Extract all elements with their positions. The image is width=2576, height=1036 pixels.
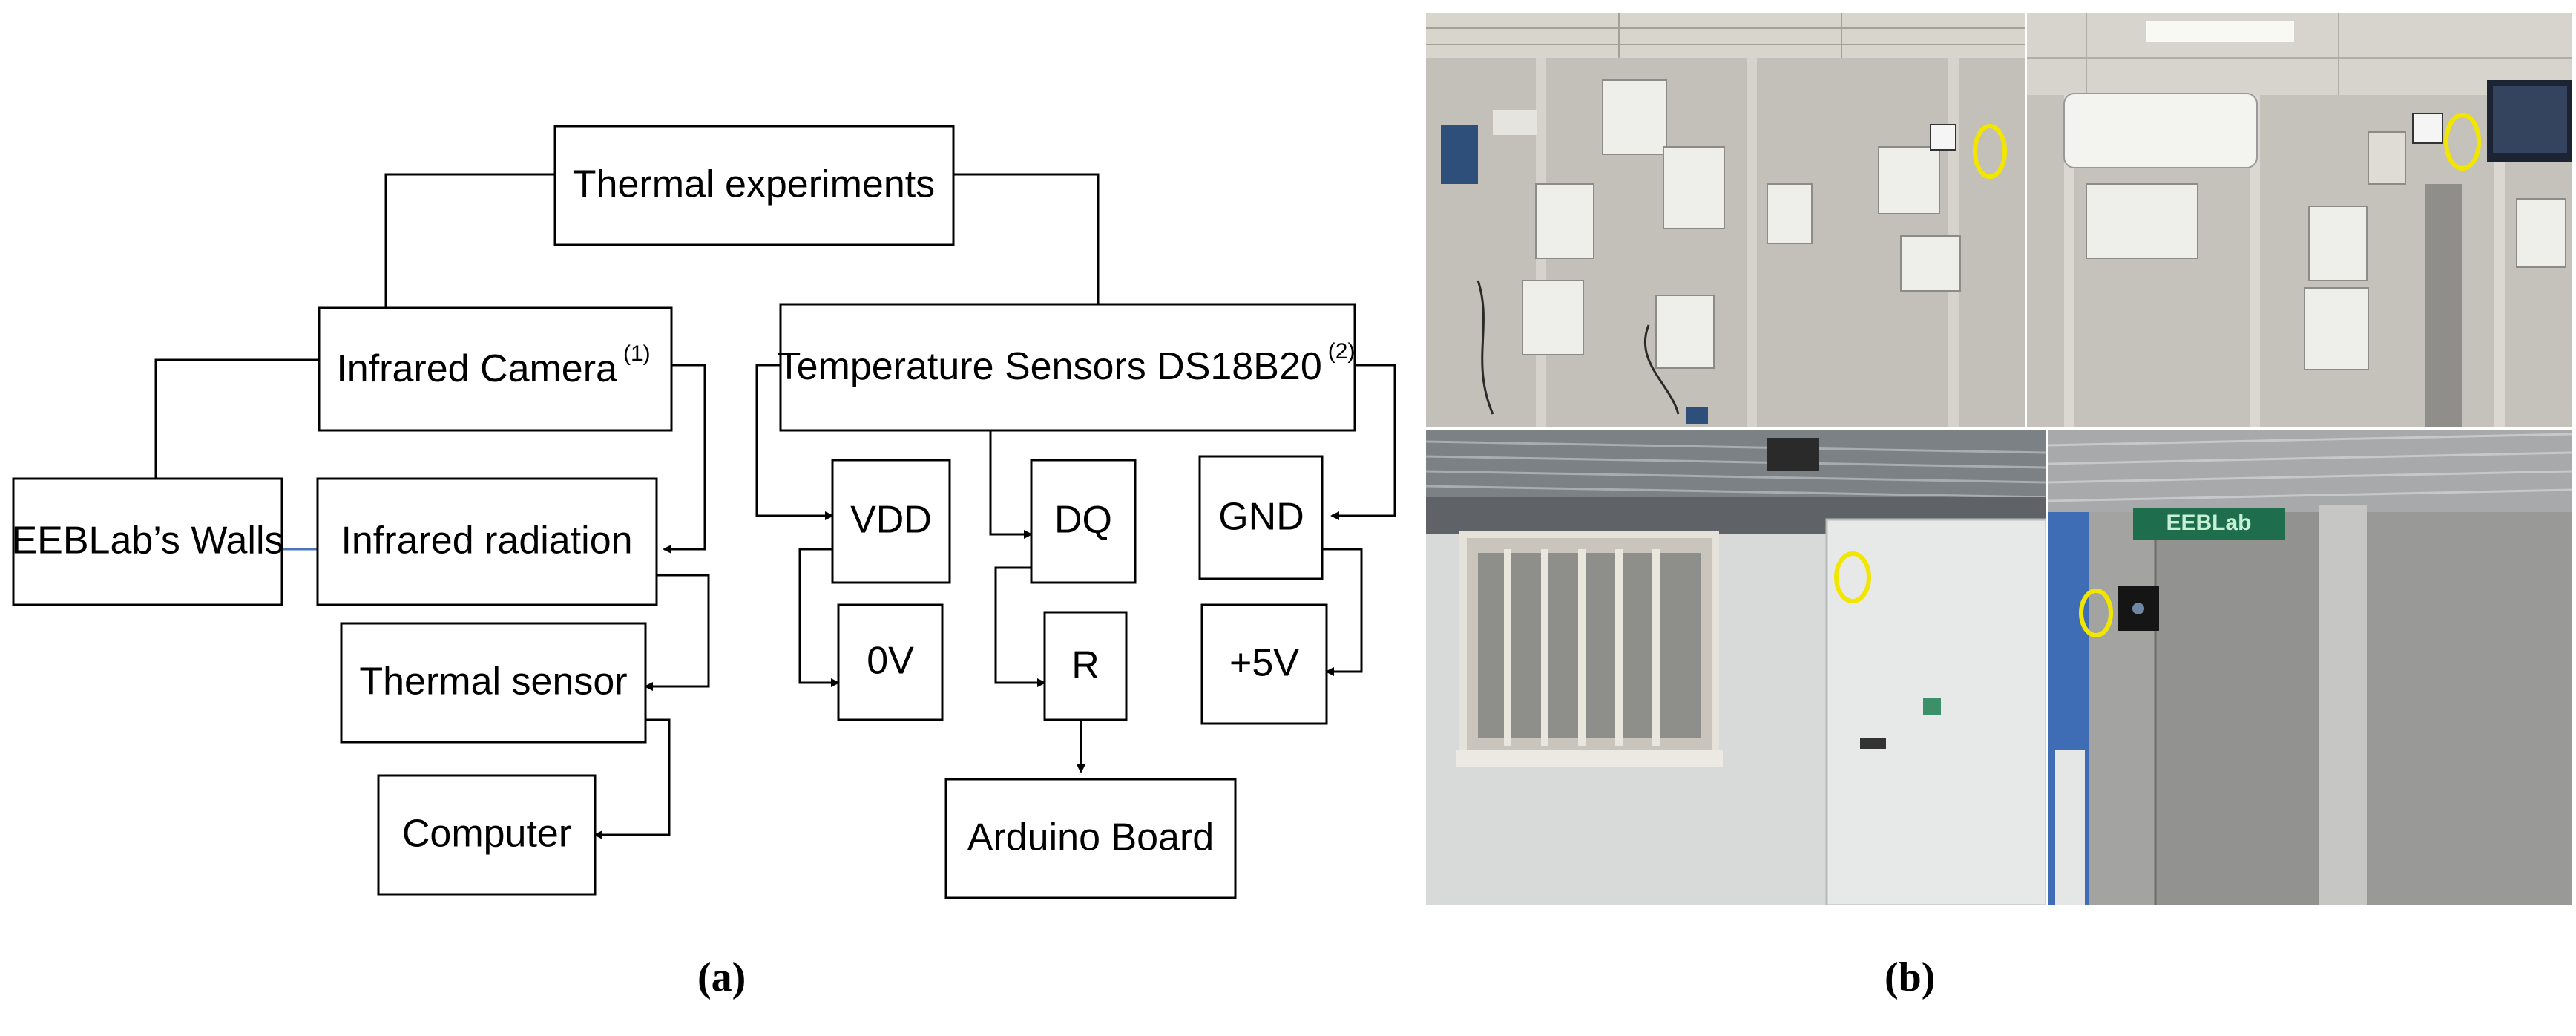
sensor-marker-3 [1834, 551, 1871, 603]
box-arduino-board [944, 778, 1237, 899]
label-0v: 0V [867, 640, 914, 683]
arrow-gnd-5v [1322, 548, 1363, 676]
connector-root-camera [384, 173, 555, 308]
arrow-dq-r [994, 566, 1046, 687]
connector-camera-walls [154, 358, 319, 479]
caption-a: (a) [697, 954, 746, 1000]
box-computer [377, 774, 597, 896]
box-eeblab-walls [12, 477, 283, 606]
eeblab-sign: EEBLab [2166, 511, 2251, 535]
arrow-sensors-gnd [1330, 364, 1396, 520]
box-thermal-sensor [340, 622, 647, 744]
label-infrared-camera: Infrared Camera(1) [336, 341, 650, 390]
label-temperature-sensors: Temperature Sensors DS18B20(2) [778, 339, 1356, 388]
label-infrared-radiation: Infrared radiation [341, 519, 632, 563]
sensor-marker-4 [2079, 589, 2113, 637]
caption-b: (b) [1885, 954, 1936, 1000]
arrow-camera-radiation [663, 364, 706, 554]
arrow-sensors-dq [989, 430, 1033, 539]
label-r: R [1071, 644, 1100, 687]
arrow-sensors-vdd [755, 364, 834, 520]
label-gnd: GND [1218, 496, 1304, 539]
photo-exterior-right: EEBLab [2048, 430, 2572, 905]
box-0v [837, 603, 944, 721]
box-temperature-sensors [779, 303, 1356, 432]
box-gnd [1198, 455, 1324, 580]
box-infrared-camera [318, 306, 673, 432]
label-thermal-experiments: Thermal experiments [573, 163, 935, 206]
label-thermal-sensor: Thermal sensor [359, 660, 627, 704]
box-thermal-experiments [553, 125, 955, 246]
label-plus5v: +5V [1229, 642, 1299, 685]
label-vdd: VDD [850, 499, 932, 542]
photo-exterior-left [1426, 430, 2046, 905]
arrow-sensor-computer [594, 718, 671, 839]
thermal-experiments-diagram: Thermal experiments Infrared Camera(1) T… [11, 125, 1396, 899]
box-vdd [831, 459, 951, 584]
box-r [1043, 611, 1128, 721]
label-computer: Computer [402, 813, 571, 856]
label-eeblab-walls: EEBLab’s Walls [11, 519, 283, 563]
box-infrared-radiation [316, 477, 658, 606]
sensor-marker-2 [2444, 113, 2481, 171]
connector-root-sensors [953, 173, 1100, 304]
sensor-marker-1 [1973, 124, 2007, 179]
box-dq [1030, 459, 1137, 584]
photo-interior-right [2027, 13, 2572, 427]
label-arduino-board: Arduino Board [967, 816, 1214, 859]
arrow-radiation-sensor [644, 574, 710, 691]
arrow-vdd-0v [798, 548, 840, 687]
box-plus5v [1200, 603, 1328, 725]
photo-interior-left [1426, 13, 2025, 427]
label-dq: DQ [1054, 499, 1112, 542]
